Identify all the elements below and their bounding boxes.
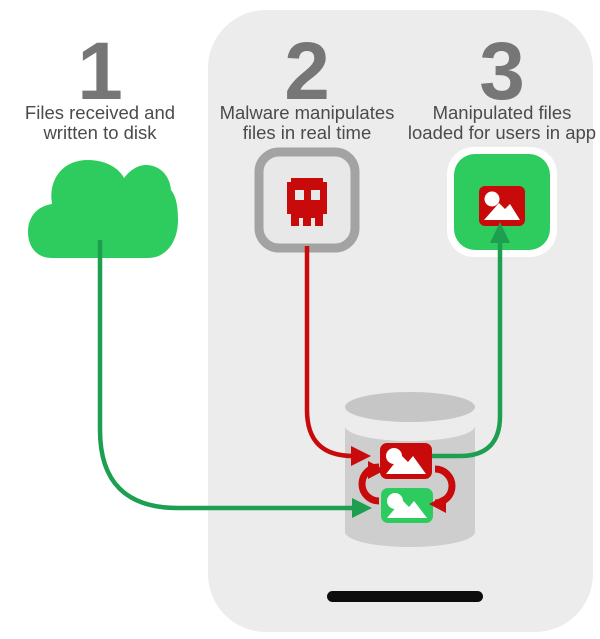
arrow-malware-to-db-head [351, 446, 371, 466]
step-1-label-line2: written to disk [43, 121, 157, 143]
home-indicator [327, 591, 483, 602]
arrow-cloud-to-db-line [97, 240, 352, 511]
swap-arrowhead-down [429, 495, 446, 513]
arrow-malware-to-db [304, 246, 371, 466]
step-1-label: Files received and written to disk [5, 103, 195, 142]
arrow-db-to-app-head [490, 222, 510, 243]
arrow-malware-to-db-line [304, 246, 354, 459]
step-3-label-line2: loaded for users in app [407, 121, 597, 143]
app-image-sun [484, 191, 500, 207]
step-2-label: Malware manipulates files in real time [207, 103, 407, 142]
skull-eye-left [295, 190, 304, 200]
image-icon-green-mountain [387, 500, 427, 518]
app-image-icon [447, 147, 557, 257]
step-2-number: 2 [284, 26, 330, 117]
swap-arrowhead-up [368, 461, 385, 479]
step-2-label-line1: Malware manipulates [219, 102, 395, 123]
step-3-number: 3 [479, 26, 525, 117]
step-1-number: 1 [77, 26, 123, 117]
step-3-label: Manipulated files loaded for users in ap… [382, 103, 600, 142]
arrow-db-to-app [432, 222, 510, 459]
arrow-db-to-app-line [432, 240, 503, 459]
pixel-skull-icon [287, 178, 327, 226]
skull-eye-right [311, 190, 320, 200]
arrow-cloud-to-db [97, 240, 372, 518]
step-2-label-line2: files in real time [242, 121, 372, 143]
skull-jaw-row [291, 214, 323, 218]
swap-arrows-icon [358, 461, 456, 513]
skull-tooth-left [291, 218, 299, 226]
database-lid [345, 392, 475, 422]
skull-tooth-middle [303, 218, 311, 226]
cloud-icon [22, 154, 184, 264]
skull-top-row [291, 178, 323, 182]
step-3-label-line1: Manipulated files [432, 102, 572, 123]
step-1-label-line1: Files received and [24, 102, 176, 123]
skull-tooth-right [315, 218, 323, 226]
skull-head [287, 182, 327, 214]
image-icon-green [381, 488, 433, 523]
arrow-cloud-to-db-head [352, 498, 372, 518]
image-icon-red-mountain [386, 455, 426, 474]
app-image-mountain [484, 203, 520, 220]
image-icon-red [380, 443, 432, 479]
